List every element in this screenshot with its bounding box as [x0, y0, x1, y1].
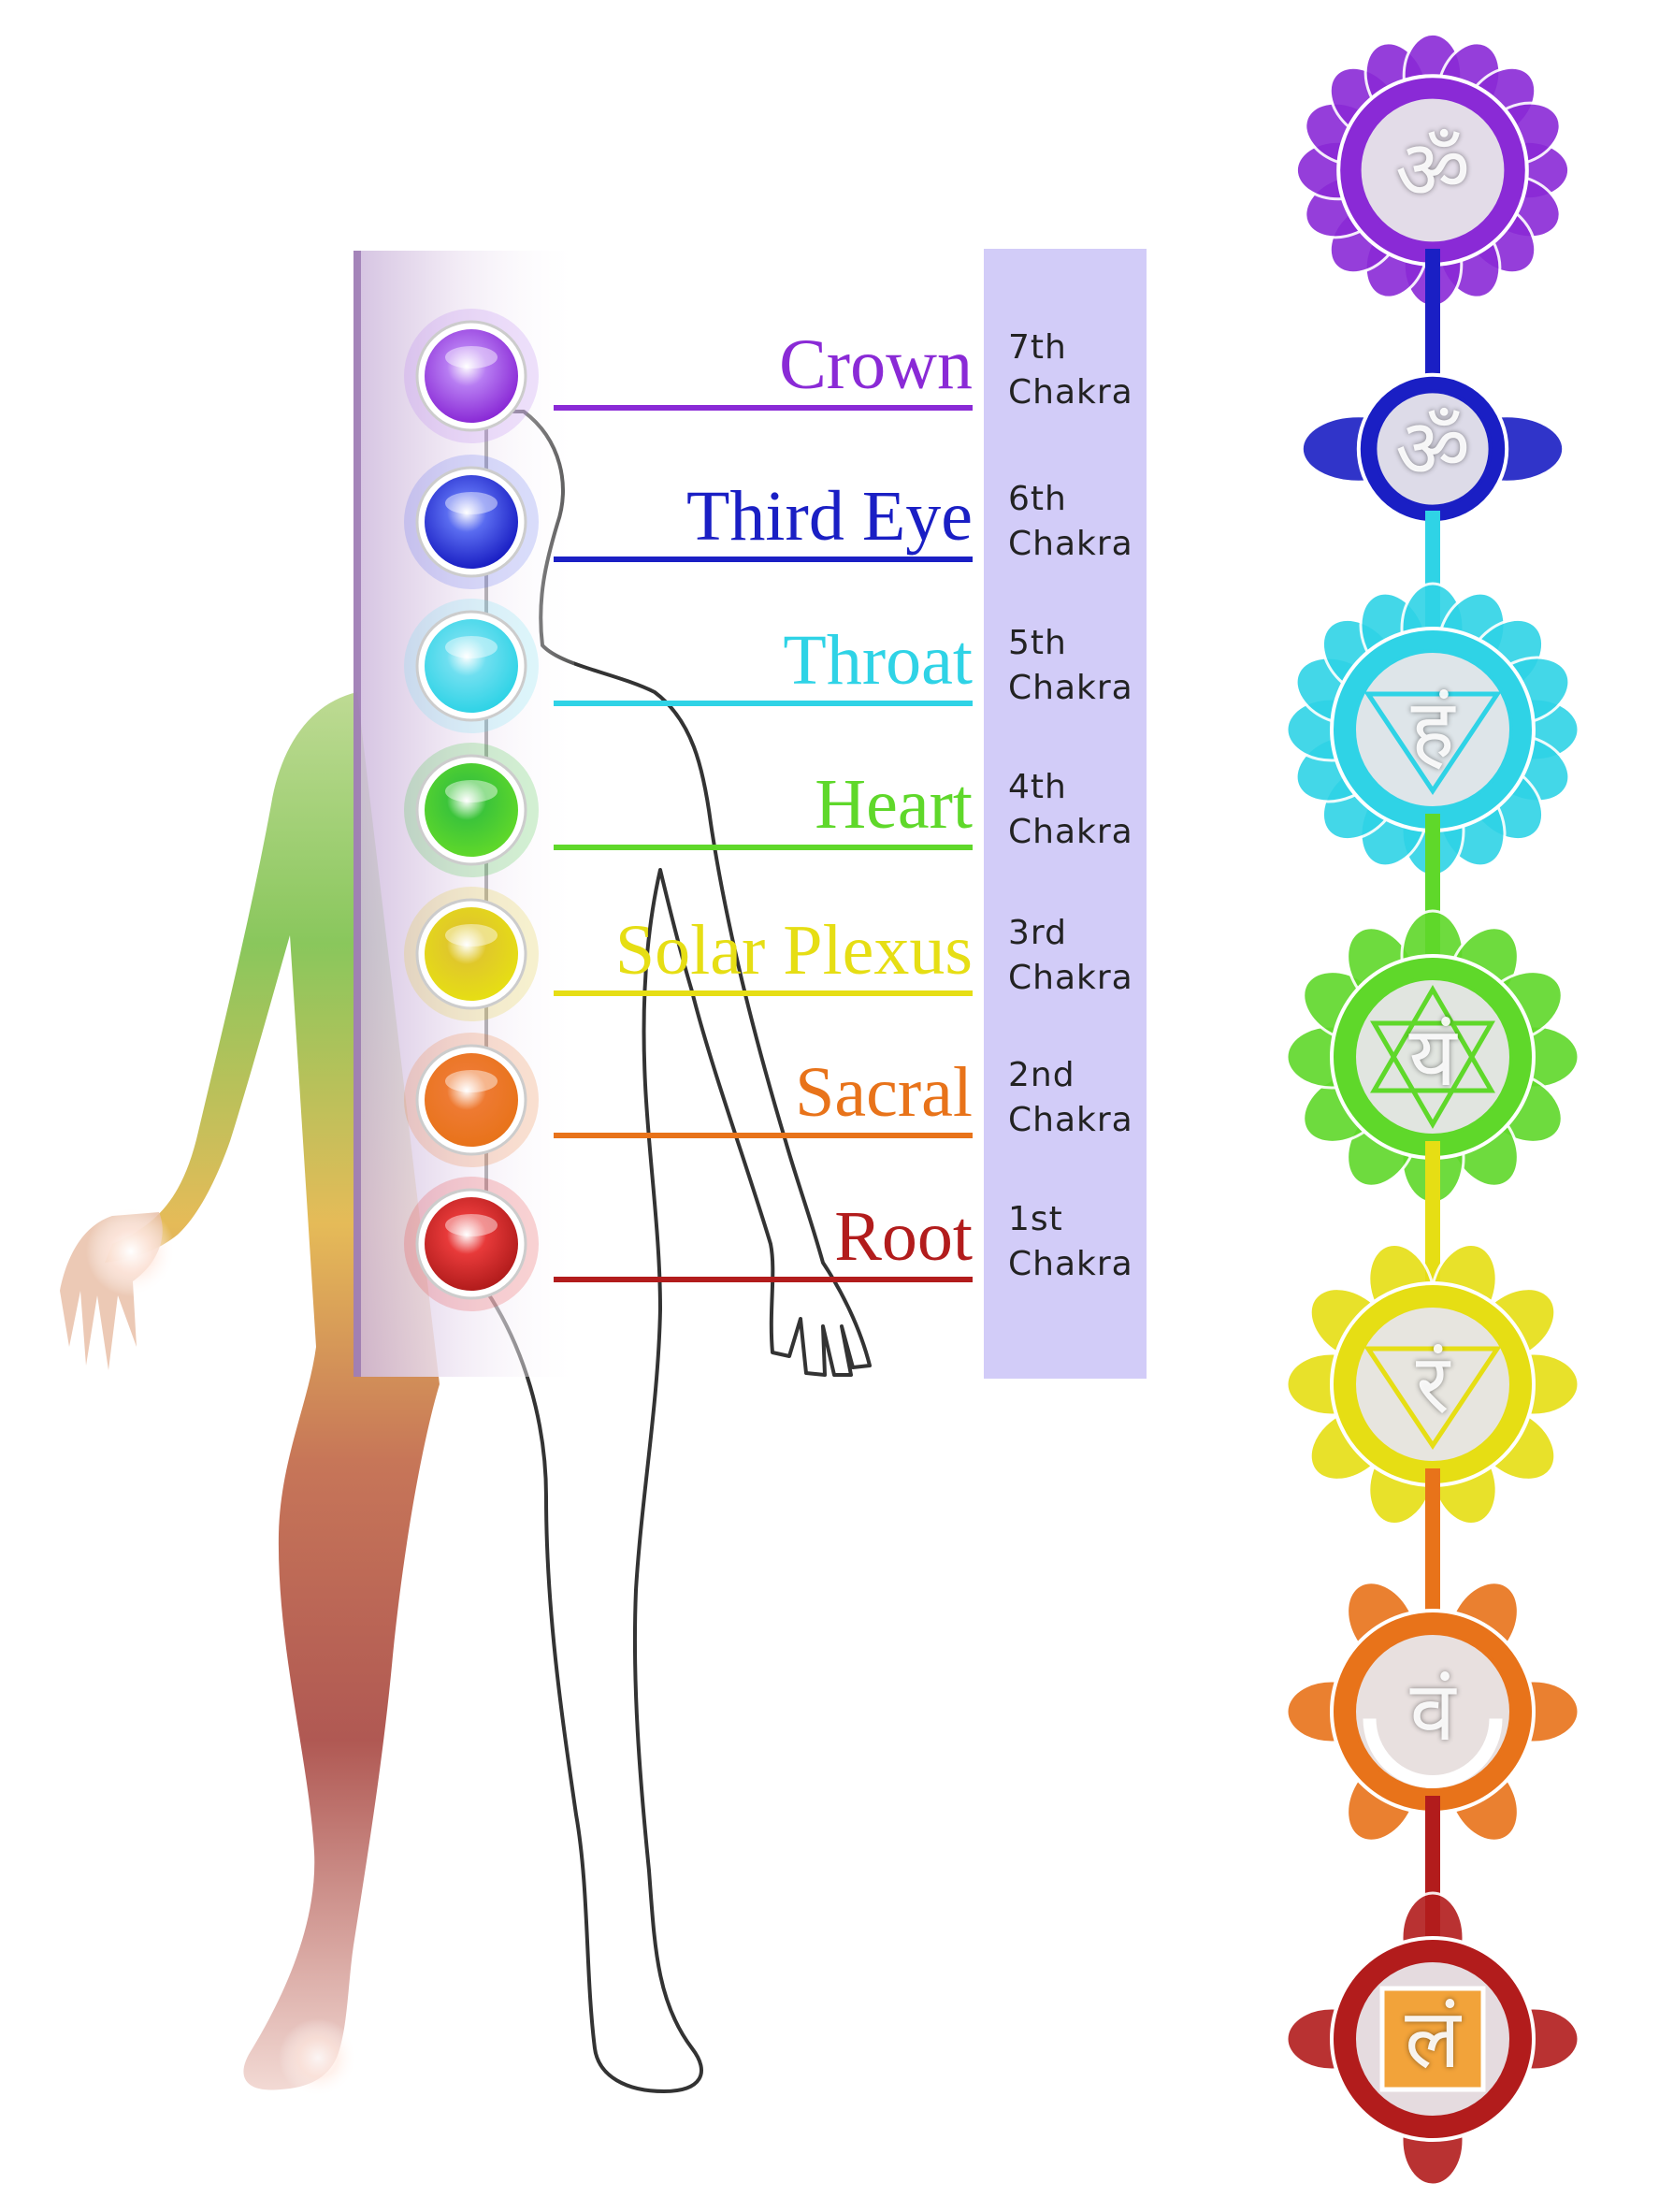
- orb-heart: [404, 743, 539, 877]
- lotus-sacral-icon: [1285, 1581, 1580, 1843]
- chakra-name-third-eye: Third Eye: [685, 477, 973, 556]
- lotus-root-icon: [1285, 1891, 1580, 2187]
- seed-syllable-third-eye: ॐ: [1394, 400, 1471, 497]
- seed-syllable-solar-plexus: रं: [1416, 1336, 1450, 1432]
- lotus-heart-icon: [1285, 909, 1580, 1205]
- orb-third-eye: [404, 455, 539, 589]
- lotus-symbol-column: [1285, 32, 1580, 2187]
- chakra-name-root: Root: [834, 1197, 973, 1276]
- chakra-name-heart: Heart: [815, 765, 973, 844]
- chakra-number-panel: [984, 249, 1147, 1379]
- orb-sacral: [404, 1033, 539, 1167]
- leader-lines: [554, 405, 973, 1282]
- seed-syllable-heart: यं: [1408, 1008, 1457, 1105]
- seed-syllable-crown: ॐ: [1394, 122, 1471, 218]
- chakra-name-crown: Crown: [779, 325, 973, 404]
- lotus-crown-icon: [1294, 32, 1571, 309]
- orb-solar-plexus: [404, 887, 539, 1021]
- body-outline-half: [484, 410, 872, 2093]
- chakra-name-throat: Throat: [783, 621, 973, 700]
- chakra-name-solar-plexus: Solar Plexus: [614, 911, 973, 990]
- chakra-name-sacral: Sacral: [795, 1053, 973, 1132]
- lotus-throat-icon: [1285, 582, 1580, 877]
- orb-crown: [404, 309, 539, 443]
- seed-syllable-root: लं: [1405, 1990, 1461, 2087]
- chakra-orbs: [404, 309, 539, 1311]
- orb-root: [404, 1177, 539, 1311]
- seed-syllable-sacral: वं: [1409, 1663, 1456, 1759]
- orb-throat: [404, 599, 539, 733]
- seed-syllable-throat: हं: [1410, 681, 1455, 777]
